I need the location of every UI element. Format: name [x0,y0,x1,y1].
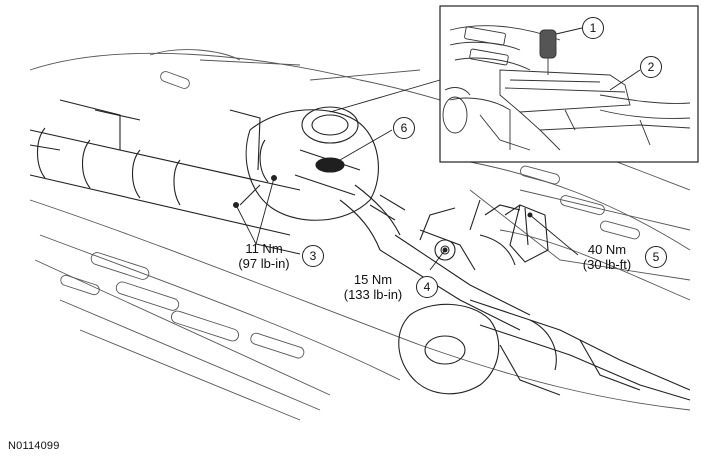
inset-connector-line [329,79,441,113]
floor-slots [60,71,640,359]
torque-item3-imperial: (97 lb-in) [238,256,290,271]
inset-detail [439,5,699,163]
callout-3: 3 [302,245,324,267]
torque-item3-metric: 11 Nm [245,241,283,256]
callout-5: 5 [645,246,667,268]
bolt-markers [233,175,533,253]
callout-6: 6 [393,117,415,139]
leader-lines [235,129,579,271]
steering-gear-housing [229,106,406,251]
torque-item4-imperial: (133 lb-in) [343,287,403,302]
lower-linkage [379,199,691,401]
mounting-bracket [504,204,549,263]
torque-label-item4: 15 Nm (133 lb-in) [334,272,412,302]
callout-1: 1 [582,17,604,39]
figure-id: N0114099 [8,440,60,452]
callout-2: 2 [640,56,662,78]
callout-4: 4 [416,276,438,298]
torque-label-item5: 40 Nm (30 lb-ft) [572,242,642,272]
torque-item5-imperial: (30 lb-ft) [582,257,632,272]
torque-label-item3: 11 Nm (97 lb-in) [232,241,296,271]
torque-item5-metric: 40 Nm [587,242,627,257]
torque-item4-metric: 15 Nm [353,272,393,287]
